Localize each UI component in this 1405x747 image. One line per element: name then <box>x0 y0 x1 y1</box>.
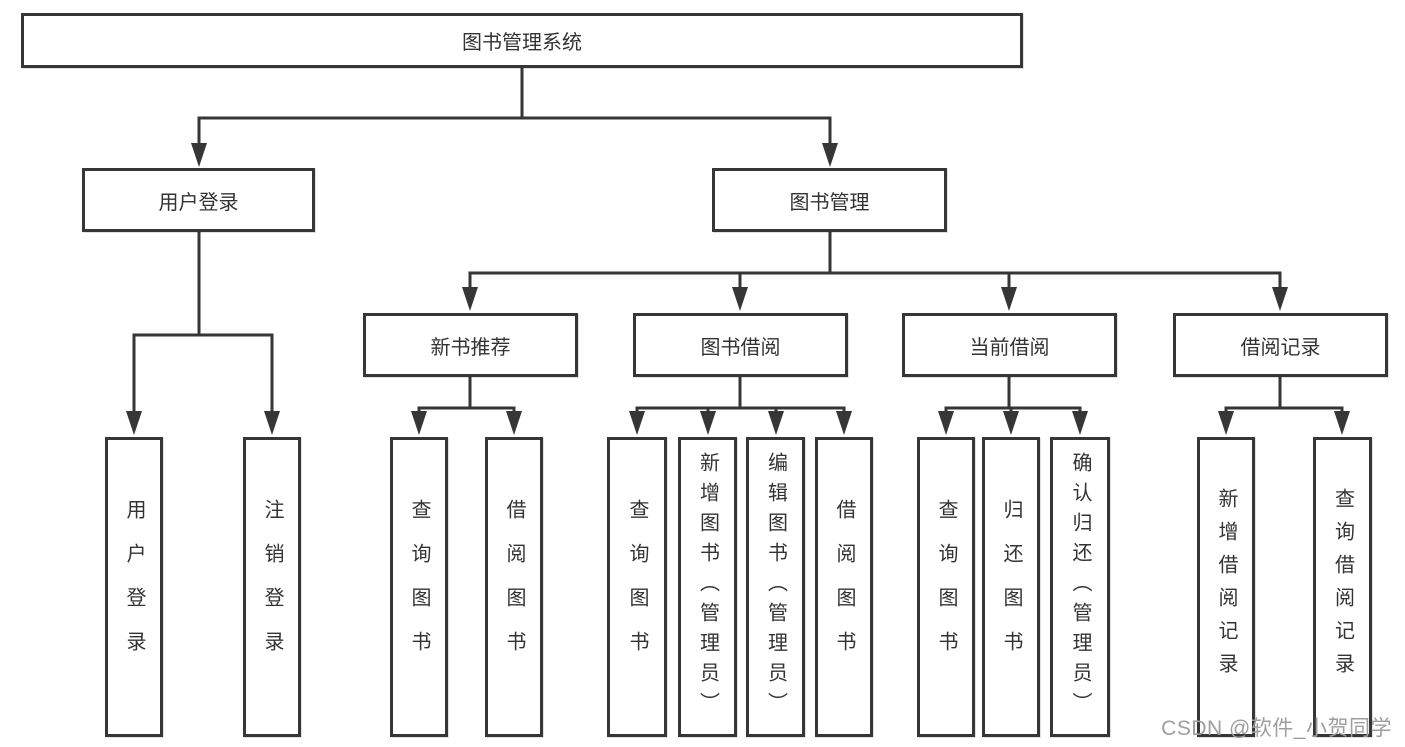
leaf-confirm-return-admin: 确认归还（管理员） <box>1050 437 1110 737</box>
leaf-borrow-books-borrowing-label: 借阅图书 <box>833 499 855 675</box>
leaf-query-books-recommend: 查询图书 <box>390 437 448 737</box>
leaf-query-borrow-record: 查询借阅记录 <box>1313 437 1372 737</box>
leaf-logout: 注销登录 <box>243 437 301 737</box>
leaf-add-borrow-record-label: 新增借阅记录 <box>1215 488 1237 686</box>
node-book-borrowing-label: 图书借阅 <box>700 336 781 359</box>
leaf-return-book: 归还图书 <box>982 437 1040 737</box>
leaf-query-books-current: 查询图书 <box>917 437 975 737</box>
node-user-login-label: 用户登录 <box>158 191 239 214</box>
leaf-add-borrow-record: 新增借阅记录 <box>1197 437 1255 737</box>
node-book-borrowing: 图书借阅 <box>633 313 848 377</box>
leaf-edit-book-admin: 编辑图书（管理员） <box>746 437 805 737</box>
node-new-book-recommend: 新书推荐 <box>363 313 578 377</box>
leaf-query-books-borrowing-label: 查询图书 <box>626 499 648 675</box>
node-book-management-label: 图书管理 <box>789 191 870 214</box>
leaf-edit-book-admin-label: 编辑图书（管理员） <box>764 452 787 722</box>
leaf-confirm-return-admin-label: 确认归还（管理员） <box>1069 452 1091 722</box>
node-user-login: 用户登录 <box>82 168 315 232</box>
node-root-label: 图书管理系统 <box>462 32 582 54</box>
csdn-watermark: CSDN @软件_小贺同学 <box>1161 717 1392 740</box>
leaf-add-book-admin: 新增图书（管理员） <box>678 437 737 737</box>
leaf-logout-label: 注销登录 <box>261 499 283 675</box>
leaf-query-books-recommend-label: 查询图书 <box>408 499 430 675</box>
node-new-book-recommend-label: 新书推荐 <box>430 336 511 359</box>
leaf-return-book-label: 归还图书 <box>1000 499 1022 675</box>
node-current-borrowing-label: 当前借阅 <box>969 336 1050 359</box>
node-book-management: 图书管理 <box>712 168 947 232</box>
leaf-add-book-admin-label: 新增图书（管理员） <box>696 452 719 722</box>
node-root: 图书管理系统 <box>21 13 1023 68</box>
node-borrowing-records-label: 借阅记录 <box>1240 336 1321 359</box>
leaf-query-books-current-label: 查询图书 <box>935 499 957 675</box>
node-current-borrowing: 当前借阅 <box>902 313 1117 377</box>
leaf-query-books-borrowing: 查询图书 <box>607 437 667 737</box>
leaf-borrow-books-recommend: 借阅图书 <box>485 437 543 737</box>
leaf-borrow-books-borrowing: 借阅图书 <box>815 437 873 737</box>
leaf-query-borrow-record-label: 查询借阅记录 <box>1331 488 1354 686</box>
leaf-borrow-books-recommend-label: 借阅图书 <box>503 499 525 675</box>
leaf-user-login: 用户登录 <box>105 437 163 737</box>
node-borrowing-records: 借阅记录 <box>1173 313 1388 377</box>
leaf-user-login-label: 用户登录 <box>123 499 145 675</box>
arrowheads <box>126 143 1350 435</box>
